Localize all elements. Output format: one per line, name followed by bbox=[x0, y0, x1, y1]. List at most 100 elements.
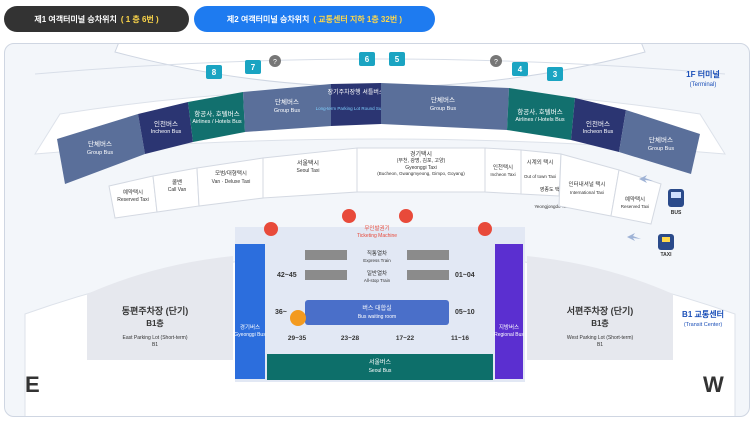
svg-text:Incheon Bus: Incheon Bus bbox=[583, 129, 614, 135]
svg-text:Airlines / Hotels Bus: Airlines / Hotels Bus bbox=[515, 117, 564, 123]
zone-incheon-bus-left bbox=[138, 102, 193, 154]
svg-text:Group Bus: Group Bus bbox=[87, 150, 114, 156]
boarding-map: 8 7 ? 6 5 ? 4 3 1F 터미널 (Terminal) 단체버스 G… bbox=[24, 44, 736, 416]
svg-text:인터내셔널 택시: 인터내셔널 택시 bbox=[569, 180, 606, 188]
ticketing-label-en: Ticketing Machine bbox=[357, 233, 397, 239]
east-letter: E bbox=[25, 372, 40, 397]
ticketing-label: 무인발권기 bbox=[364, 224, 389, 232]
ticketing-icon-1 bbox=[342, 209, 356, 223]
svg-text:경기택시: 경기택시 bbox=[410, 150, 432, 158]
regional-bus-lane bbox=[495, 244, 523, 379]
bus-waiting-room bbox=[305, 300, 449, 325]
bus-stop-icon bbox=[290, 310, 306, 326]
svg-text:예약택시: 예약택시 bbox=[625, 195, 645, 203]
transit-label: B1 교통센터 bbox=[682, 309, 724, 319]
svg-text:Gyeonggi Taxi: Gyeonggi Taxi bbox=[405, 165, 437, 171]
svg-text:Reserved Taxi: Reserved Taxi bbox=[621, 204, 649, 209]
zone-group-bus-far-right bbox=[619, 110, 700, 174]
svg-text:3: 3 bbox=[553, 70, 558, 79]
svg-text:Regional Bus: Regional Bus bbox=[494, 332, 524, 338]
svg-text:TAXI: TAXI bbox=[660, 252, 672, 258]
stop-23-28: 23~28 bbox=[341, 335, 360, 342]
ticketing-icon-right bbox=[478, 222, 492, 236]
allstop-train-right bbox=[407, 270, 449, 280]
svg-text:서울버스: 서울버스 bbox=[369, 358, 392, 366]
svg-text:Seoul Taxi: Seoul Taxi bbox=[297, 168, 320, 174]
stop-17-22: 17~22 bbox=[396, 335, 415, 342]
svg-text:Yeongjongdo Taxi: Yeongjongdo Taxi bbox=[534, 204, 569, 209]
stop-05-10: 05~10 bbox=[455, 309, 475, 316]
svg-text:Van · Deluxe Taxi: Van · Deluxe Taxi bbox=[212, 179, 251, 185]
tab-terminal-1-highlight: ( 1 층 6번 ) bbox=[120, 14, 159, 24]
svg-text:단체버스: 단체버스 bbox=[431, 95, 455, 104]
zone-airline-bus-left bbox=[188, 92, 245, 142]
svg-text:International Taxi: International Taxi bbox=[570, 190, 604, 195]
svg-text:단체버스: 단체버스 bbox=[275, 97, 299, 106]
svg-text:단체버스: 단체버스 bbox=[88, 139, 112, 148]
svg-text:버스 대합실: 버스 대합실 bbox=[362, 304, 391, 312]
svg-text:Out of town Taxi: Out of town Taxi bbox=[524, 174, 556, 179]
arrow-taxi-left bbox=[627, 233, 641, 241]
svg-text:(Bucheon, Gwangmyeong, Gimpo,: (Bucheon, Gwangmyeong, Gimpo, Goyang) bbox=[377, 171, 465, 176]
tab-terminal-1[interactable]: 제1 여객터미널 승차위치 ( 1 층 6번 ) bbox=[4, 6, 189, 32]
zone-incheon-taxi bbox=[484, 147, 522, 195]
svg-text:콜밴: 콜밴 bbox=[172, 178, 182, 186]
tab-terminal-2-label: 제2 여객터미널 승차위치 bbox=[226, 14, 310, 24]
svg-text:?: ? bbox=[273, 59, 277, 66]
svg-text:B1: B1 bbox=[152, 342, 158, 348]
zone-group-bus-right bbox=[381, 83, 509, 130]
tab-terminal-2-highlight: ( 교통센터 지하 1층 32번 ) bbox=[313, 14, 403, 24]
svg-text:Gyeonggi Bus: Gyeonggi Bus bbox=[234, 332, 266, 338]
gyeonggi-bus-lane bbox=[235, 244, 265, 379]
svg-text:?: ? bbox=[494, 59, 498, 66]
allstop-train-left bbox=[305, 270, 347, 280]
svg-text:7: 7 bbox=[251, 63, 256, 72]
map-panel: 8 7 ? 6 5 ? 4 3 1F 터미널 (Terminal) 단체버스 G… bbox=[4, 43, 750, 417]
ticketing-icon-left bbox=[264, 222, 278, 236]
svg-text:Airlines / Hotels Bus: Airlines / Hotels Bus bbox=[192, 119, 241, 125]
svg-text:시계외 택시: 시계외 택시 bbox=[527, 158, 554, 166]
zone-group-bus-mid bbox=[243, 84, 331, 132]
svg-text:Express Train: Express Train bbox=[363, 258, 391, 263]
help-icon-left bbox=[269, 55, 281, 67]
svg-text:장기주차장행 셔틀버스: 장기주차장행 셔틀버스 bbox=[328, 88, 385, 96]
east-parking-lot bbox=[87, 256, 233, 360]
stop-29-35: 29~35 bbox=[288, 335, 307, 342]
tab-terminal-2[interactable]: 제2 여객터미널 승차위치 ( 교통센터 지하 1층 32번 ) bbox=[194, 6, 435, 32]
stop-36: 36~ bbox=[275, 309, 287, 316]
zone-group-bus-left bbox=[57, 114, 145, 184]
terminal-outline bbox=[34, 58, 726, 75]
svg-text:Group Bus: Group Bus bbox=[430, 106, 457, 112]
svg-text:단체버스: 단체버스 bbox=[649, 135, 673, 144]
svg-text:B1층: B1층 bbox=[146, 318, 164, 328]
svg-text:(부천, 광명, 김포, 고양): (부천, 광명, 김포, 고양) bbox=[397, 157, 446, 164]
svg-text:인천택시: 인천택시 bbox=[493, 163, 513, 171]
svg-text:Group Bus: Group Bus bbox=[274, 108, 301, 114]
svg-text:Incheon Taxi: Incheon Taxi bbox=[490, 172, 515, 177]
terminal-label: 1F 터미널 bbox=[686, 69, 720, 79]
terminal-label-en: (Terminal) bbox=[690, 82, 717, 88]
svg-text:Long-term Parking Lot Round Su: Long-term Parking Lot Round Suttle Bus bbox=[316, 106, 398, 111]
svg-text:서울택시: 서울택시 bbox=[297, 159, 319, 167]
svg-text:West Parking Lot (Short-term): West Parking Lot (Short-term) bbox=[567, 335, 634, 341]
svg-text:Reserved Taxi: Reserved Taxi bbox=[117, 197, 149, 203]
svg-text:인천버스: 인천버스 bbox=[154, 119, 178, 128]
stop-01-04: 01~04 bbox=[455, 272, 475, 279]
svg-text:Seoul Bus: Seoul Bus bbox=[369, 368, 392, 374]
gate-6: 6 bbox=[359, 52, 375, 66]
svg-text:경기버스: 경기버스 bbox=[240, 323, 260, 331]
svg-text:B1층: B1층 bbox=[591, 318, 609, 328]
ticketing-icon-2 bbox=[399, 209, 413, 223]
taxi-icon: TAXI bbox=[658, 234, 674, 258]
svg-text:인천버스: 인천버스 bbox=[586, 119, 610, 128]
tab-terminal-1-label: 제1 여객터미널 승차위치 bbox=[34, 14, 117, 24]
stop-11-16: 11~16 bbox=[451, 335, 469, 342]
svg-text:8: 8 bbox=[212, 68, 217, 77]
svg-text:East Parking Lot (Short-term): East Parking Lot (Short-term) bbox=[122, 335, 187, 341]
gate-8: 8 bbox=[206, 65, 222, 79]
svg-text:항공사, 호텔버스: 항공사, 호텔버스 bbox=[194, 109, 239, 118]
svg-text:모범/대형택시: 모범/대형택시 bbox=[215, 169, 247, 177]
svg-text:Incheon Bus: Incheon Bus bbox=[151, 129, 182, 135]
svg-text:항공사, 호텔버스: 항공사, 호텔버스 bbox=[517, 107, 562, 116]
svg-text:지방버스: 지방버스 bbox=[499, 323, 519, 331]
